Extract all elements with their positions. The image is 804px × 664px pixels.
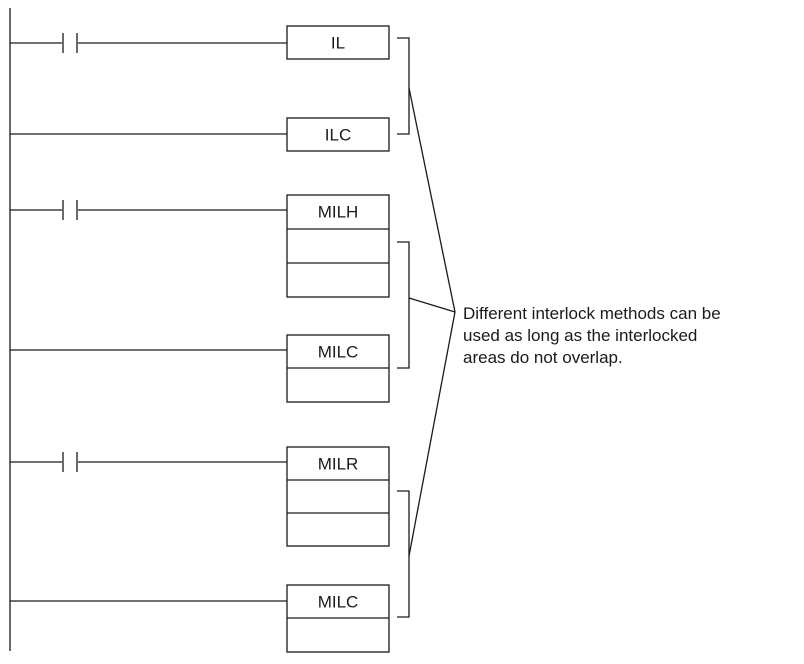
instruction-label-il: IL — [331, 34, 345, 53]
bracket-il-ilc — [397, 37, 410, 135]
note-line-3: areas do not overlap. — [463, 348, 623, 367]
callout-line-top — [408, 87, 456, 313]
instruction-label-milh: MILH — [318, 203, 359, 222]
bracket-milr-milc — [397, 490, 410, 618]
note-line-1: Different interlock methods can be — [463, 304, 721, 323]
instruction-box-ilc — [286, 117, 390, 152]
instruction-label-milr: MILR — [318, 455, 359, 474]
instruction-label-milc-1: MILC — [318, 343, 359, 362]
instruction-box-il — [286, 25, 390, 60]
note-line-2: used as long as the interlocked — [463, 326, 697, 345]
instruction-box-milr — [286, 446, 390, 547]
instruction-label-milc-2: MILC — [318, 593, 359, 612]
instruction-box-milc-2 — [286, 584, 390, 653]
callout-line-bottom — [408, 311, 456, 557]
bracket-milh-milc — [397, 241, 410, 369]
rung-milh — [10, 200, 287, 220]
rung-milr — [10, 452, 287, 472]
rung-il — [10, 33, 287, 53]
callout-line-middle — [408, 297, 456, 313]
instruction-box-milh — [286, 194, 390, 298]
instruction-label-ilc: ILC — [325, 126, 351, 145]
instruction-box-milc-1 — [286, 334, 390, 403]
